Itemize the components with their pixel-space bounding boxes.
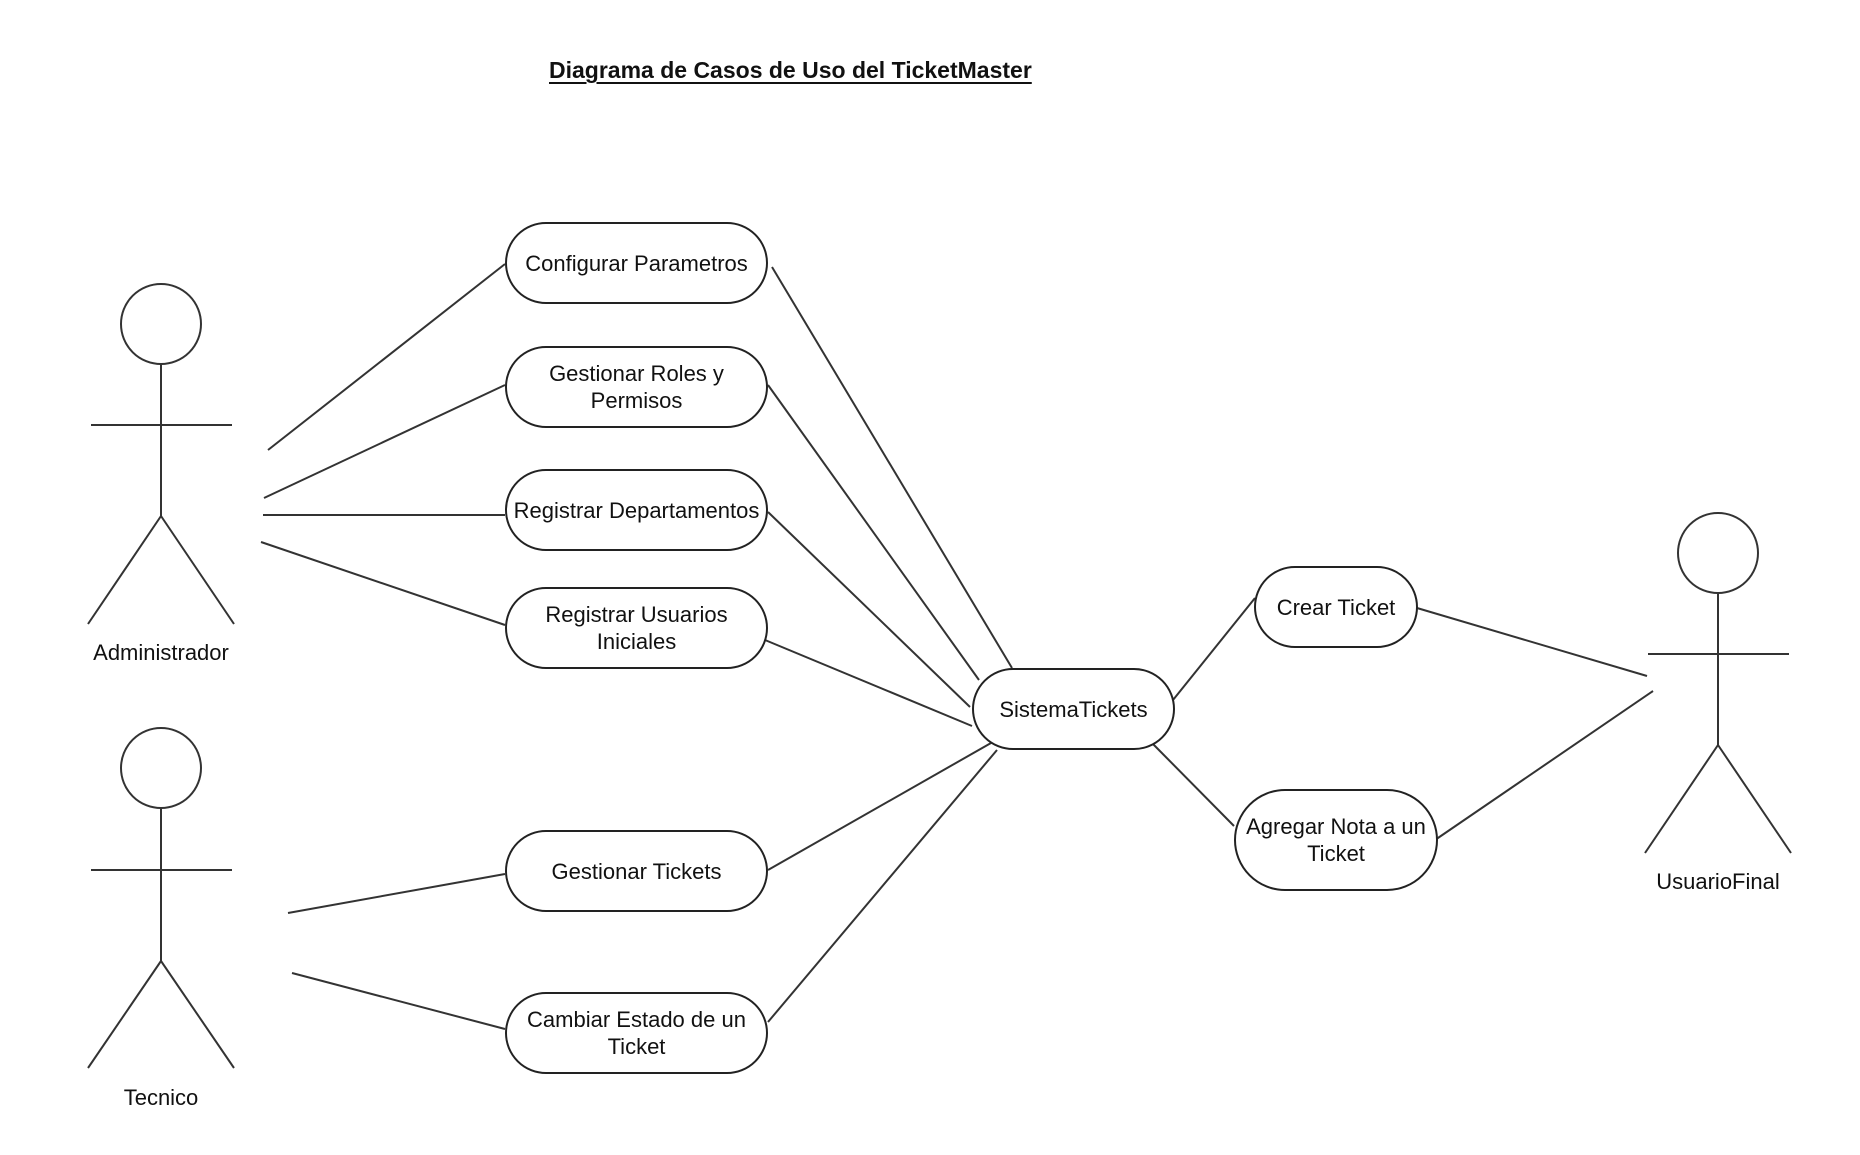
usecase-gestionar-tickets: Gestionar Tickets xyxy=(505,830,768,912)
assoc-usuariofinal-crear xyxy=(1416,607,1648,677)
usecase-registrar-usuarios: Registrar Usuarios Iniciales xyxy=(505,587,768,669)
assoc-admin-configurar xyxy=(267,263,506,451)
assoc-sistema-crear xyxy=(1172,597,1256,701)
usecase-label: Registrar Usuarios Iniciales xyxy=(545,602,728,654)
usecase-cambiar-estado: Cambiar Estado de un Ticket xyxy=(505,992,768,1074)
assoc-admin-usuarios xyxy=(260,541,506,626)
assoc-tecnico-cambiar xyxy=(291,972,506,1030)
usecase-registrar-departamentos: Registrar Departamentos xyxy=(505,469,768,551)
assoc-usuarios-sistema xyxy=(764,639,973,727)
usecase-label: Agregar Nota a un Ticket xyxy=(1246,814,1426,866)
usecase-label: Crear Ticket xyxy=(1276,594,1396,620)
usecase-configurar-parametros: Configurar Parametros xyxy=(505,222,768,304)
assoc-tecnico-gestionar xyxy=(287,873,506,914)
usecase-label: Gestionar Roles y Permisos xyxy=(549,361,724,413)
usecase-sistema-tickets: SistemaTickets xyxy=(972,668,1175,750)
usecase-label: Gestionar Tickets xyxy=(551,858,722,884)
assoc-configurar-sistema xyxy=(771,266,1013,669)
actor-usuariofinal-figure xyxy=(1644,512,1792,854)
assoc-departamentos-sistema xyxy=(767,511,971,708)
assoc-admin-roles xyxy=(263,384,506,499)
usecase-label: Registrar Departamentos xyxy=(513,497,760,523)
actor-tecnico-label: Tecnico xyxy=(123,1085,199,1110)
usecase-crear-ticket: Crear Ticket xyxy=(1254,566,1418,648)
diagram-title: Diagrama de Casos de Uso del TicketMaste… xyxy=(549,57,1032,83)
assoc-gestionar-sistema xyxy=(767,742,992,871)
actor-usuariofinal-label: UsuarioFinal xyxy=(1656,869,1780,894)
assoc-sistema-nota xyxy=(1150,741,1235,827)
usecase-gestionar-roles: Gestionar Roles y Permisos xyxy=(505,346,768,428)
actor-tecnico-figure xyxy=(87,727,235,1069)
assoc-usuariofinal-nota xyxy=(1434,690,1654,841)
assoc-cambiar-sistema xyxy=(767,749,998,1023)
assoc-roles-sistema xyxy=(767,384,980,681)
actor-administrador-label: Administrador xyxy=(93,640,229,665)
actor-administrador-figure xyxy=(87,283,235,625)
usecase-label: Cambiar Estado de un Ticket xyxy=(527,1007,746,1059)
usecase-agregar-nota: Agregar Nota a un Ticket xyxy=(1234,789,1438,891)
usecase-label: Configurar Parametros xyxy=(525,250,748,276)
usecase-label: SistemaTickets xyxy=(999,696,1148,722)
